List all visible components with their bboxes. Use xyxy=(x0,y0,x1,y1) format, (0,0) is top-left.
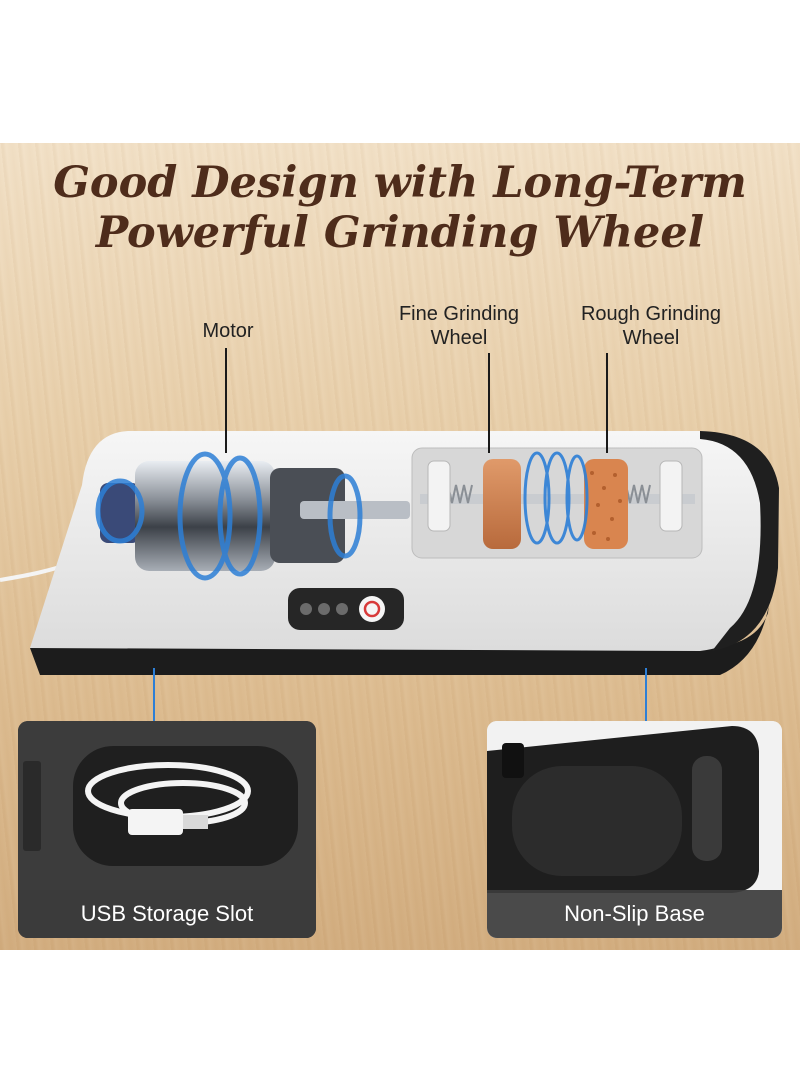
drive-shaft xyxy=(420,494,695,504)
usb-leader-line xyxy=(153,668,155,728)
bottom-cover xyxy=(512,766,682,876)
fine-wheel-label-line-2: Wheel xyxy=(430,327,488,349)
headline-line-2: Powerful Grinding Wheel xyxy=(95,208,705,258)
motor-label: Motor xyxy=(202,320,254,342)
usb-storage-label: USB Storage Slot xyxy=(18,890,316,938)
right-bracket xyxy=(659,460,683,532)
headline-line-1: Good Design with Long-Term xyxy=(53,158,747,208)
rough-grinding-wheel xyxy=(584,459,628,549)
rough-wheel-label-line-2: Wheel xyxy=(622,327,680,349)
fine-grinding-wheel xyxy=(483,459,521,549)
rubber-foot xyxy=(692,756,722,861)
end-cap xyxy=(700,431,779,651)
rough-wheel-leader-line xyxy=(606,353,608,453)
usb-storage-panel: USB Storage Slot xyxy=(18,721,316,938)
base-leader-line xyxy=(645,668,647,728)
fine-wheel-label-line-1: Fine Grinding xyxy=(398,303,520,325)
non-slip-base-label: Non-Slip Base xyxy=(487,890,782,938)
non-slip-base-panel: Non-Slip Base xyxy=(487,721,782,938)
storage-cavity xyxy=(73,746,298,866)
mode-icon-2 xyxy=(318,603,330,615)
spin-swirl xyxy=(523,451,589,545)
knife-sharpener-illustration xyxy=(0,431,779,675)
fine-wheel-leader-line xyxy=(488,353,490,453)
rough-wheel-label-line-1: Rough Grinding xyxy=(580,303,722,325)
mode-icon-1 xyxy=(300,603,312,615)
springs xyxy=(447,484,651,504)
power-button xyxy=(359,596,385,622)
motor-leader-line xyxy=(225,348,227,453)
mode-icon-3 xyxy=(336,603,348,615)
power-icon xyxy=(363,600,381,618)
product-photo-stage: Good Design with Long-Term Powerful Grin… xyxy=(0,143,800,950)
rough-wheel-texture xyxy=(590,471,622,541)
usb-plug xyxy=(128,809,183,835)
motor-cutaway xyxy=(95,451,410,581)
left-bracket xyxy=(427,460,451,532)
usb-connector xyxy=(183,815,208,829)
